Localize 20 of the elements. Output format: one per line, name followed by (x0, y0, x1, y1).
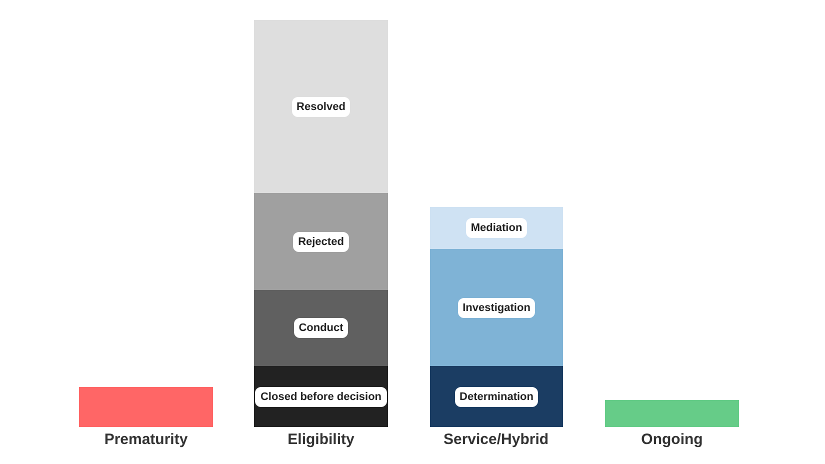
bar-segment (254, 290, 388, 366)
bar-segment (254, 20, 388, 193)
bar-segment (430, 249, 563, 366)
segment-label: Closed before decision (255, 386, 387, 406)
bar (79, 387, 213, 427)
segment-label: Mediation (466, 218, 528, 238)
category-label: Ongoing (640, 431, 704, 448)
segment-label: Conduct (294, 318, 348, 338)
segment-label: Determination (454, 386, 538, 406)
bar (605, 400, 739, 427)
bar-segment (254, 193, 388, 290)
segment-label: Resolved (292, 96, 350, 116)
bar-segment (430, 207, 563, 249)
segment-label: Investigation (458, 298, 536, 318)
bar-segment (254, 366, 388, 427)
bar-segment (430, 366, 563, 427)
category-label: Service/Hybrid (442, 431, 550, 448)
category-label: Eligibility (286, 431, 356, 448)
category-label: Prematurity (103, 431, 189, 448)
segment-label: Rejected (293, 232, 349, 252)
